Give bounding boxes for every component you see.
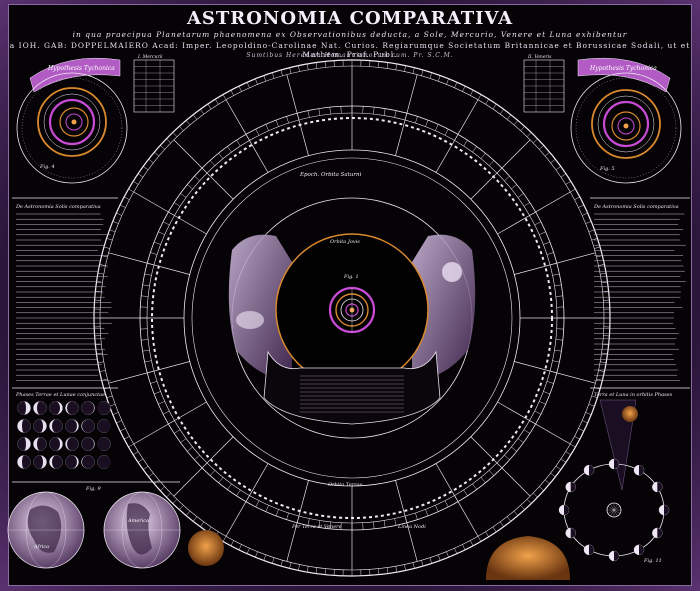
hemispheres — [8, 492, 180, 568]
line-of-nodes-label: Linea Nodi — [397, 524, 426, 530]
figure-label-bottom-right: Fig. 11 — [643, 558, 662, 564]
earth-moon-orbit-diagram — [559, 400, 669, 561]
figure-label-left: Fig. 4 — [39, 164, 55, 170]
table-venus — [524, 60, 564, 112]
orbit-diagram-heading: Terra et Luna in orbitis Phases — [594, 392, 673, 398]
orbit-saturn-label: Epoch. Orbita Saturni — [299, 172, 362, 178]
hypothesis-title-left: Hypothesis Tychonica — [47, 65, 115, 72]
table-venus-head: II. Veneris — [527, 54, 552, 60]
figure-label-right: Fig. 5 — [599, 166, 615, 172]
phases-heading: Phases Terrae et Lunae conjunctae — [15, 392, 105, 398]
orange-globe-left — [188, 530, 224, 566]
tychonic-system-right — [571, 58, 681, 183]
orbit-earth-label: Orbita Terrae — [328, 482, 363, 488]
text-column-left — [16, 214, 112, 380]
hemisphere-label-right: America — [127, 518, 149, 524]
hemisphere-label-left: Africa — [33, 544, 49, 550]
text-heading-left: De Astronomia Solis comparativa — [15, 204, 101, 210]
table-mercury-head: I. Mercurii — [137, 54, 163, 60]
tychonic-system-left — [17, 58, 127, 183]
central-solar-system — [276, 234, 428, 386]
earth-venus-label: Per Terra et Venere — [291, 524, 342, 530]
hypothesis-title-right: Hypothesis Tychonica — [589, 65, 657, 72]
orange-half-globe-right — [486, 536, 570, 580]
lunar-phases-grid — [18, 402, 112, 469]
figure-label-center: Fig. 1 — [343, 274, 359, 280]
text-heading-right: De Astronomia Solis comparativa — [593, 204, 679, 210]
figure-label-hemispheres: Fig. 9 — [85, 486, 101, 492]
orbit-jupiter-label: Orbita Jovis — [330, 239, 360, 245]
table-mercury — [134, 60, 174, 112]
